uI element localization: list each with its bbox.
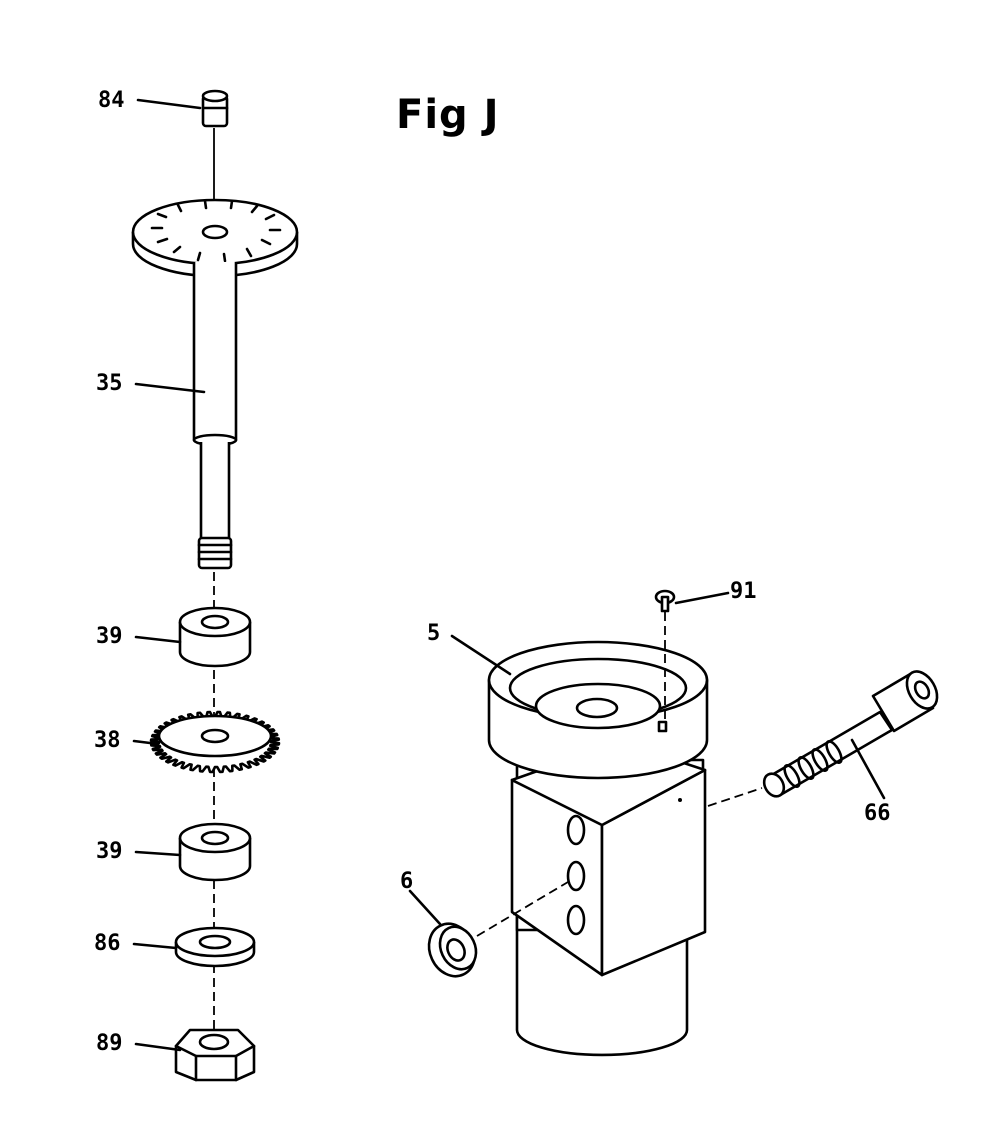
part-38-gear	[149, 710, 281, 774]
leader-89	[134, 1042, 182, 1052]
leader-39b	[134, 850, 182, 857]
part-66-bolt	[707, 670, 939, 807]
callout-38: 38	[94, 728, 121, 753]
callout-6: 6	[400, 869, 413, 894]
leader-38	[132, 739, 160, 746]
shaft-thread	[197, 536, 233, 570]
leader-5	[450, 634, 512, 676]
leader-66	[850, 738, 886, 800]
part-35-dial-shaft	[131, 198, 299, 570]
leader-84	[136, 98, 202, 110]
part-5-housing	[487, 640, 709, 1057]
part-89-hex-nut	[174, 1028, 256, 1082]
callout-89: 89	[96, 1031, 123, 1056]
leader-39a	[134, 635, 182, 644]
callout-86: 86	[94, 931, 121, 956]
callout-35: 35	[96, 371, 123, 396]
leader-lines	[132, 98, 886, 1052]
leader-35	[134, 382, 206, 394]
part-39-spacer-lower	[178, 822, 252, 882]
callout-39-upper: 39	[96, 624, 123, 649]
callout-39-lower: 39	[96, 839, 123, 864]
leader-91	[674, 591, 730, 605]
part-84-cap	[201, 89, 229, 128]
figure-title: Fig J	[396, 92, 500, 138]
dial-graduations	[150, 199, 282, 263]
callout-91: 91	[730, 579, 757, 604]
callout-84: 84	[98, 88, 125, 113]
part-91-pin	[654, 589, 676, 722]
callout-66: 66	[864, 801, 891, 826]
part-86-washer	[174, 926, 256, 968]
callout-5: 5	[427, 621, 440, 646]
bolt-thread	[783, 740, 843, 788]
part-39-spacer-upper	[178, 606, 252, 668]
callout-labels: 84 35 39 38 39 86 89 91 5 66 6	[94, 88, 891, 1056]
part-6-cap	[427, 881, 569, 978]
leader-86	[132, 942, 178, 950]
leader-6	[408, 889, 442, 926]
